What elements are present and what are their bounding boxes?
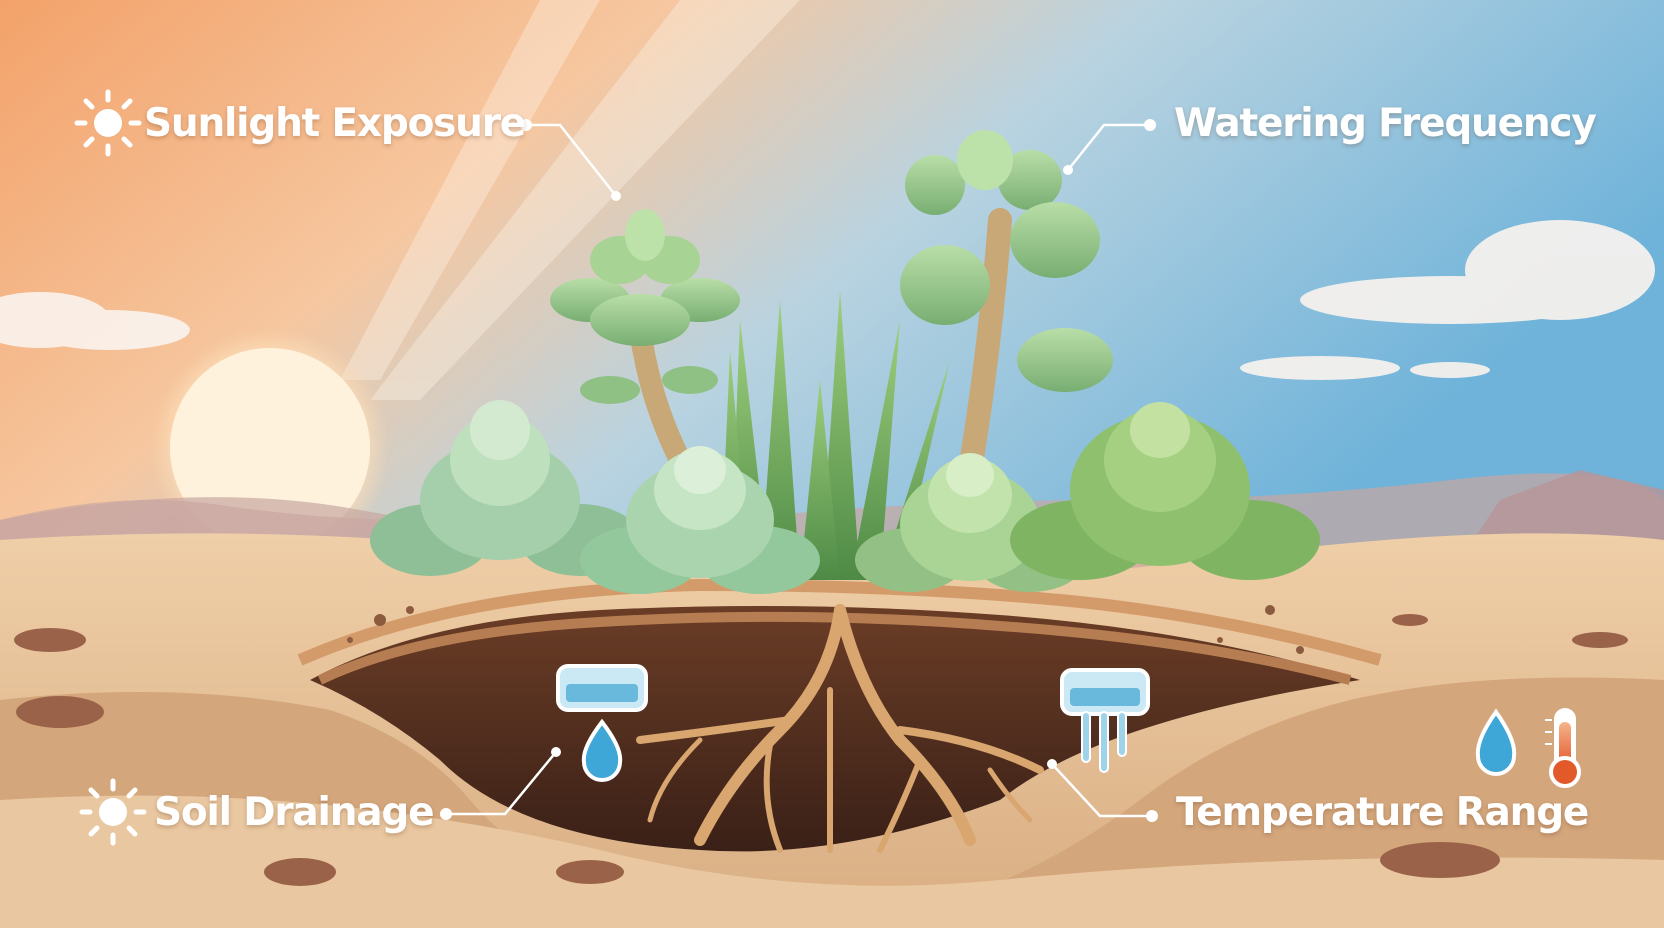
thermometer-icon [1545,708,1581,788]
drainage-gauge-icon [1060,668,1150,773]
label-soil-drainage: Soil Drainage [154,790,435,835]
sun-rays [340,0,800,400]
temperature-water-drop-icon [1475,708,1517,776]
label-temperature-range: Temperature Range [1176,790,1589,835]
roots [636,604,1044,853]
rocks [14,614,1628,886]
water-drop-icon [581,718,623,782]
clouds [0,220,1655,380]
pebbles [347,605,1304,654]
tall-right-rosette [900,130,1113,392]
connector-dots [440,119,1158,822]
right-stem [958,208,1012,482]
rosette-center-left [580,446,820,594]
label-sunlight-exposure: Sunlight Exposure [144,101,526,146]
soil-sun-icon [79,778,147,846]
connectors [446,123,1152,818]
rosette-right [1010,402,1320,580]
sunlight-sun-icon [74,89,142,157]
label-watering-frequency: Watering Frequency [1174,101,1597,146]
bottom-rosettes [370,400,1320,594]
tall-left-rosette [550,209,740,404]
rosette-left [370,400,640,576]
water-gauge-icon [556,664,648,712]
